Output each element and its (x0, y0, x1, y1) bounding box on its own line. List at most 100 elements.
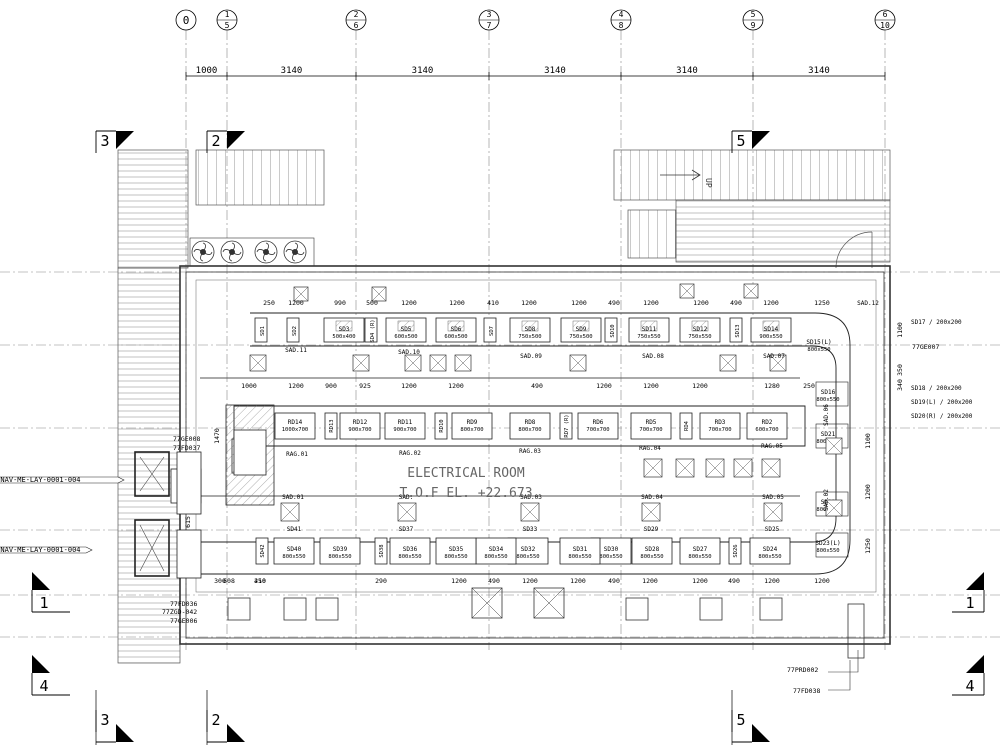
supply-diffuser-size: 600x500 (394, 334, 417, 340)
equipment-tag: 77FD038 (793, 687, 820, 695)
equipment-tag: 77GE006 (170, 617, 197, 625)
supply-diffuser-size: 750x550 (637, 334, 660, 340)
grid-bubble-bottom: 9 (751, 21, 756, 30)
supply-diffuser-size: 800x550 (328, 554, 351, 560)
supply-diffuser-id: SD36 (403, 546, 418, 553)
section-mark-label: 1 (39, 594, 48, 612)
section-arrow-icon (752, 724, 770, 742)
diffuser-neck (640, 320, 658, 332)
section-arrow-icon (116, 724, 134, 742)
dimension-value: 250 (254, 577, 266, 585)
room-label: ELECTRICAL ROOM T.O.F EL. +22.673 (399, 466, 532, 501)
dimension-value: 990 (334, 299, 346, 307)
dimension-value: 1280 (764, 382, 780, 390)
grille-cross (352, 354, 370, 372)
dimension-value: 490 (608, 299, 620, 307)
rag-label: RAG.03 (519, 448, 541, 455)
grille-cross (763, 502, 783, 522)
grid-bubble-top: 4 (619, 10, 624, 19)
grid-span-value: 3140 (808, 66, 830, 76)
diffuser-neck (572, 320, 590, 332)
supply-diffuser-size: 800x550 (807, 347, 830, 353)
grille-cross (520, 502, 540, 522)
dimension-value: 340 (896, 379, 904, 391)
supply-diffuser-size: 800x550 (688, 554, 711, 560)
supply-diffuser-id: SD21 (821, 431, 836, 438)
dimension-value: 1200 (288, 299, 304, 307)
dimension-value: 1000 (241, 382, 257, 390)
supply-diffuser-size: 750x500 (518, 334, 541, 340)
return-diffuser-id: RD2 (762, 419, 773, 426)
grid-bubble-bottom: 6 (354, 21, 359, 30)
dimension-value: 1200 (570, 577, 586, 585)
return-diffuser-size: 900x700 (393, 427, 416, 433)
dimension-value: 490 (608, 577, 620, 585)
grille-cross (371, 286, 387, 302)
supply-diffuser-id: SD31 (573, 546, 588, 553)
exterior-zones: UP (117, 149, 891, 664)
supply-diffuser (255, 537, 269, 565)
dimension-value: 490 (488, 577, 500, 585)
fan-blade-icon (265, 242, 269, 253)
supply-diffuser (815, 532, 849, 558)
supply-diffuser-size: 750x500 (569, 334, 592, 340)
supply-diffuser-size: 800x550 (816, 397, 839, 403)
grid-bubble-top: 1 (225, 10, 230, 19)
dimension-value: 410 (487, 299, 499, 307)
return-diffuser (339, 412, 381, 440)
supply-diffuser-id: SD13 (735, 324, 741, 337)
supply-diffuser (679, 537, 721, 565)
dimension-value: 608 (223, 577, 235, 585)
bottom-shafts (227, 587, 865, 659)
supply-diffuser-id: SD4 (R) (370, 319, 376, 342)
section-arrow-icon (227, 131, 245, 149)
dimension-value: 1200 (763, 299, 779, 307)
reference-tag-1: D-NAV-ME-LAY-0001-004 (0, 476, 81, 484)
section-arrow-icon (966, 655, 984, 673)
grille-cross (643, 458, 663, 478)
return-diffuser (630, 412, 672, 440)
grid-span-value: 3140 (412, 66, 434, 76)
exhaust-fans (189, 237, 315, 267)
equipment-tag: 77ZGD-042 (162, 608, 197, 616)
return-diffuser (384, 412, 426, 440)
return-diffuser-id: RD5 (646, 419, 657, 426)
return-diffuser-id: RD10 (439, 419, 445, 432)
grid-bubble-label: 0 (183, 14, 190, 27)
equipment-tag: 77PRD002 (787, 666, 818, 674)
fan-blade-icon (222, 249, 233, 253)
dimension-value: 1200 (596, 382, 612, 390)
supply-diffuser-size: 800x550 (516, 554, 539, 560)
supply-diffuser-id: SD2 (292, 326, 298, 336)
grid-span-value: 3140 (544, 66, 566, 76)
supply-diffuser-size: 600x500 (444, 334, 467, 340)
dimension-value: 925 (359, 382, 371, 390)
section-arrow-icon (116, 131, 134, 149)
grid-span-value: 3140 (676, 66, 698, 76)
supply-diffuser (729, 317, 743, 343)
section-mark-label: 3 (100, 132, 109, 150)
supply-diffuser (815, 381, 849, 407)
dimension-value: 1200 (814, 577, 830, 585)
supply-diffuser-id: SD9 (576, 326, 587, 333)
supply-diffuser-id: SD39 (333, 546, 348, 553)
leader-line (828, 650, 859, 673)
return-diffuser-size: 1000x700 (282, 427, 309, 433)
grille-cross (569, 354, 587, 372)
return-diffuser-id: RD8 (525, 419, 536, 426)
diffuser-tag: SD20(R) / 200x200 (911, 413, 973, 420)
sad-label: SD33 (523, 526, 538, 533)
grid-bubble-top: 2 (354, 10, 359, 19)
supply-diffuser-id: SD28 (645, 546, 660, 553)
grid-bubble-bottom: 5 (225, 21, 230, 30)
section-arrow-icon (32, 655, 50, 673)
supply-diffuser-size: 500x400 (332, 334, 355, 340)
sad-label: SD29 (644, 526, 659, 533)
section-mark-label: 1 (965, 594, 974, 612)
supply-diffuser-size: 800x550 (398, 554, 421, 560)
supply-diffuser-id: SD32 (521, 546, 536, 553)
grid-bubble (175, 9, 197, 31)
fan-blade-icon (256, 249, 267, 253)
